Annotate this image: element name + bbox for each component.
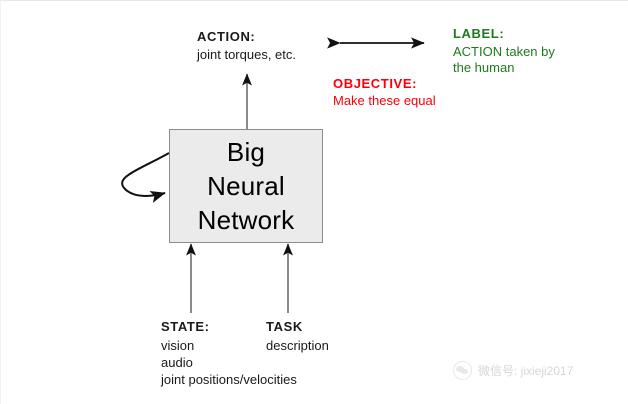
state-heading: STATE: (161, 319, 210, 334)
state-item-3: joint positions/velocities (161, 372, 297, 387)
label-body-line-1: ACTION taken by (453, 44, 555, 59)
action-heading: ACTION: (197, 29, 256, 44)
watermark-text: 微信号: jixieji2017 (478, 364, 574, 378)
nn-box-line-3: Network (197, 205, 295, 235)
big-neural-network-box: Big Neural Network (169, 129, 323, 243)
nn-box-line-2: Neural (207, 171, 285, 201)
wechat-icon (453, 361, 472, 380)
objective-heading: OBJECTIVE: (333, 76, 418, 91)
state-item-2: audio (161, 355, 193, 370)
label-body-line-2: the human (453, 60, 515, 75)
nn-box-line-1: Big (226, 137, 266, 167)
recurrent-loop-arrow (121, 152, 170, 203)
watermark: 微信号: jixieji2017 (453, 361, 573, 380)
label-heading: LABEL: (453, 26, 505, 41)
objective-body: Make these equal (333, 93, 436, 108)
task-body: description (266, 338, 329, 353)
action-body: joint torques, etc. (197, 47, 296, 62)
state-item-1: vision (161, 338, 195, 353)
task-heading: TASK (266, 319, 303, 334)
